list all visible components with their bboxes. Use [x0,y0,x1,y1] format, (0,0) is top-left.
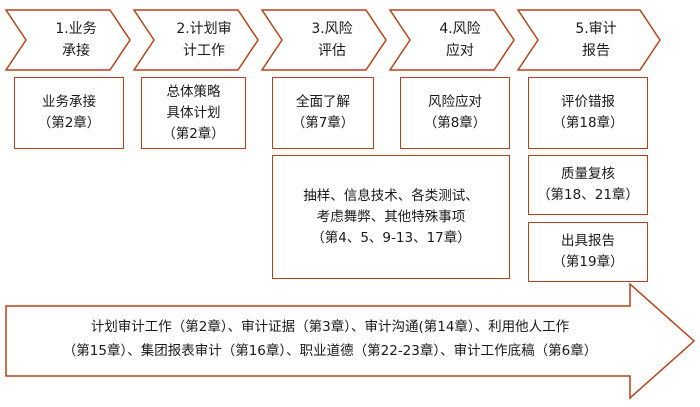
box-risk-assessment-line1: 全面了解 [296,94,350,110]
box-planning: 总体策略 具体计划 （第2章） [141,77,246,149]
box-planning-line2: 具体计划 [166,104,221,121]
box-planning-line1: 总体策略 [166,83,221,100]
box-special-topics: 抽样、信息技术、各类测试、 考虑舞弊、其他特殊事项 （第4、5、9-13、17章… [272,155,510,279]
stage-label-1-line1: 1.业务 [55,21,97,37]
box-acceptance: 业务承接 （第2章） [14,77,124,149]
stage-chevron-3 [260,9,387,71]
box-acceptance-line2: （第2章） [37,115,101,131]
stage-label-4-line1: 4.风险 [439,21,481,37]
stage-label-3: 3.风险 评估 [282,10,382,70]
stage-label-2: 2.计划审 计工作 [154,10,254,70]
box-quality-review-line1: 质量复核 [561,166,615,182]
box-planning-line3: （第2章） [162,125,225,142]
box-risk-assessment-line2: （第7章） [291,115,355,131]
box-special-topics-line1: 抽样、信息技术、各类测试、 [303,187,479,204]
stage-label-3-line2: 评估 [318,43,346,59]
bottom-process-arrow [5,282,696,400]
box-quality-review: 质量复核 （第18、21章） [528,155,648,215]
box-evaluate-misstatement-line2: （第18章） [552,115,624,131]
box-risk-response: 风险应对 （第8章） [400,77,510,149]
box-issue-report-line2: （第19章） [552,254,624,270]
box-issue-report: 出具报告 （第19章） [528,222,648,282]
box-special-topics-line3: （第4、5、9-13、17章） [311,229,471,246]
stage-chevron-2 [132,9,259,71]
box-quality-review-line2: （第18、21章） [537,187,639,203]
stage-label-1: 1.业务 承接 [26,10,126,70]
stage-label-2-line1: 2.计划审 [176,21,232,37]
stage-label-5-line1: 5.审计 [575,21,617,37]
stage-label-3-line1: 3.风险 [311,21,353,37]
stage-label-5: 5.审计 报告 [538,10,654,70]
bottom-arrow-line1: 计划审计工作（第2章）、审计证据（第3章）、审计沟通(第14章）、利用他人工作 [90,319,570,335]
box-risk-response-line2: （第8章） [423,115,487,131]
box-issue-report-line1: 出具报告 [561,233,615,249]
stage-label-4-line2: 应对 [446,43,474,59]
bottom-arrow-line2: （第15章）、集团报表审计（第16章）、职业道德（第22-23章）、审计工作底稿… [62,343,598,359]
box-risk-assessment: 全面了解 （第7章） [272,77,374,149]
stage-chevron-5 [516,9,661,71]
stage-label-2-line2: 计工作 [183,43,225,59]
box-special-topics-line2: 考虑舞弊、其他特殊事项 [316,208,466,225]
stage-chevron-1 [4,9,131,71]
stage-label-5-line2: 报告 [582,43,610,59]
box-evaluate-misstatement-line1: 评价错报 [561,94,615,110]
stage-chevron-4 [388,9,515,71]
stage-label-4: 4.风险 应对 [410,10,510,70]
box-evaluate-misstatement: 评价错报 （第18章） [528,77,648,149]
box-acceptance-line1: 业务承接 [42,94,96,110]
bottom-arrow-text: 计划审计工作（第2章）、审计证据（第3章）、审计沟通(第14章）、利用他人工作 … [10,306,650,372]
stage-label-1-line2: 承接 [62,43,90,59]
box-risk-response-line1: 风险应对 [428,94,482,110]
